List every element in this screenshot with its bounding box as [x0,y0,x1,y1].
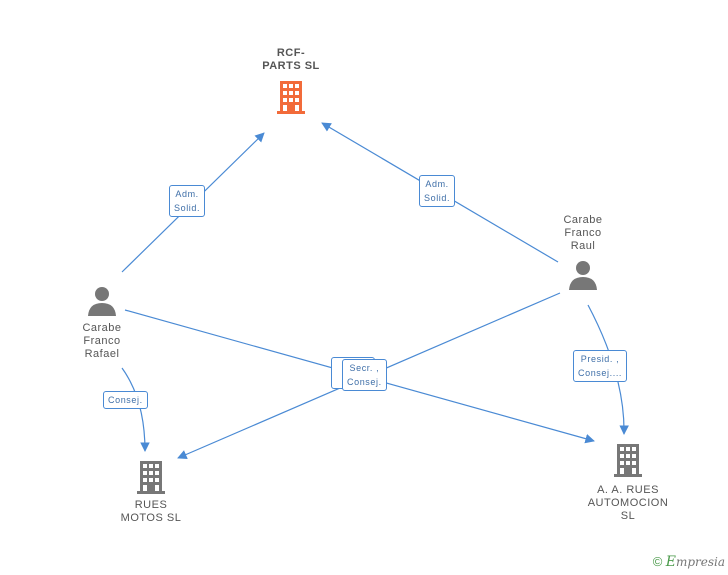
company-node-rues-automocion[interactable]: A. A. RUES AUTOMOCION SL [580,442,676,523]
person-node-carabe-rafael[interactable]: Carabe Franco Rafael [67,285,137,361]
empresia-logo: © Empresia [653,554,725,570]
building-icon [614,444,642,477]
company-label: RUES MOTOS SL [120,499,182,524]
building-icon [137,461,165,494]
relation-badge-raul-rcf[interactable]: Adm. Solid. [419,175,456,207]
person-node-carabe-raul[interactable]: Carabe Franco Raul [548,214,618,291]
company-node-rues-motos[interactable]: RUES MOTOS SL [110,459,192,525]
company-node-rcf-parts[interactable]: RCF- PARTS SL [248,47,334,115]
relation-badge-rafael-rcf[interactable]: Adm. Solid. [169,185,206,217]
edge-rafael-ruesmotos [121,367,150,452]
relation-badge-raul-automocion[interactable]: Presid. , Consej.... [573,350,628,382]
company-label: A. A. RUES AUTOMOCION SL [587,484,669,522]
building-icon [277,81,305,114]
relation-badge-rafael-ruesmotos[interactable]: Consej. [103,391,148,409]
person-label: Carabe Franco Raul [563,214,603,252]
brand-initial: E [665,554,676,570]
company-label: RCF- PARTS SL [262,47,320,72]
brand-text: mpresia [675,555,725,569]
person-icon [88,287,116,316]
copyright-symbol: © [652,554,663,569]
relation-badge-secr-consej[interactable]: Secr. , Consej. [342,359,387,391]
person-icon [569,261,597,290]
person-label: Carabe Franco Rafael [82,322,122,360]
